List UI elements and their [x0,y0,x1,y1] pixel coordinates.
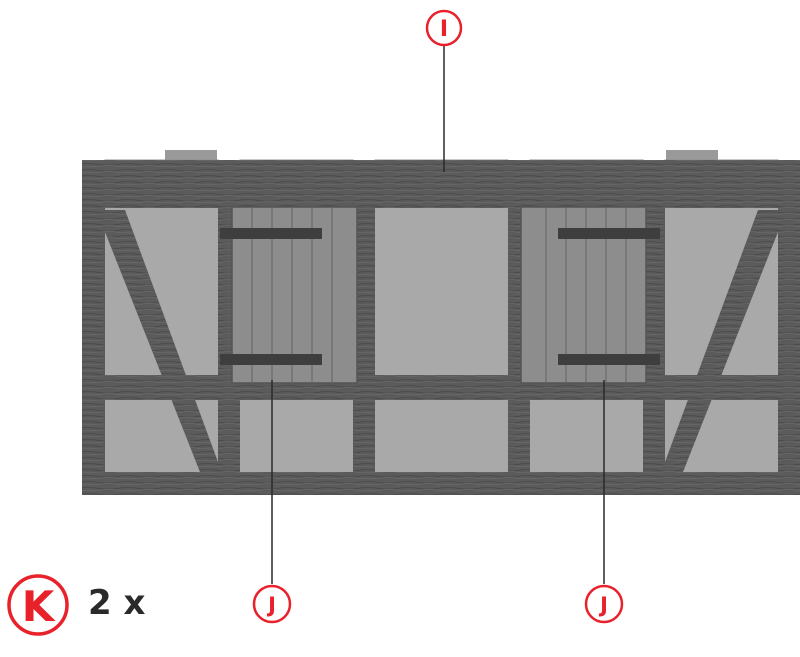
infill-lower-2 [240,400,353,472]
callout-circle-part [7,574,69,636]
brace-right [665,210,778,472]
top-beam [82,183,800,208]
callout-label-top: I [440,17,448,42]
callout-label-right-shutter: J [598,593,608,617]
callout-left-shutter: J [252,584,292,624]
callout-circle-left-shutter [252,584,292,624]
callout-right-shutter: J [584,584,624,624]
infill-upper-3 [375,208,508,375]
left-shutter-hinge-bottom [220,354,322,365]
quantity-label: 2 x [88,583,146,623]
left-shutter-hinge-top [220,228,322,239]
infill-lower-4 [530,400,643,472]
right-shutter [520,206,660,384]
callout-circle-top [425,9,463,47]
bottom-beam [82,472,800,495]
right-shutter-hinge-top [558,228,660,239]
callout-top: I [425,9,463,47]
right-shutter-hinge-bottom [558,354,660,365]
left-shutter [220,206,358,384]
callout-part: K [7,574,69,636]
callout-circle-right-shutter [584,584,624,624]
diagonal-braces [105,210,778,472]
infill-lower-3 [375,400,508,472]
middle-beam [82,375,800,400]
callout-label-part: K [22,582,56,631]
brace-left [105,210,218,472]
leader-lines [271,45,605,584]
callout-label-left-shutter: J [266,593,276,617]
